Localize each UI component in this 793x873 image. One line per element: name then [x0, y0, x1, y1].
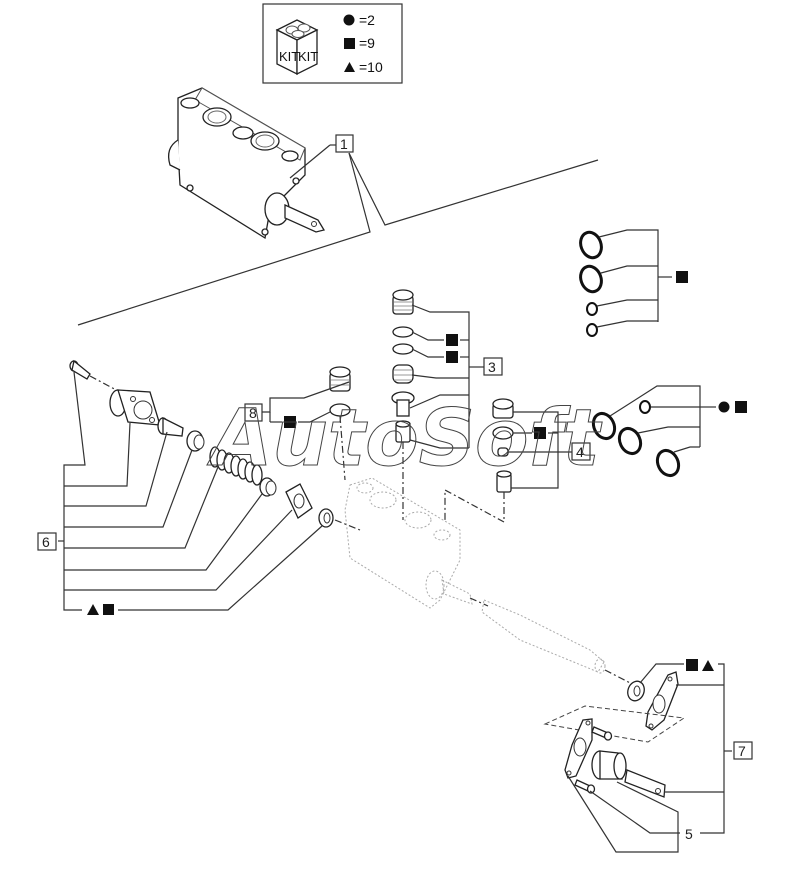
kit-circle-marker — [718, 401, 730, 413]
callout-1: 1 — [340, 136, 348, 152]
callout-3: 3 — [488, 359, 496, 375]
callout-8: 8 — [249, 405, 257, 421]
item-4-group — [444, 398, 572, 523]
callout-7: 7 — [738, 743, 746, 759]
kit-triangle-marker — [702, 660, 714, 671]
kit-square-marker — [446, 351, 458, 363]
callout-box-6 — [37, 532, 57, 551]
callout-5: 5 — [685, 826, 693, 842]
callout-box-3 — [483, 357, 503, 376]
valve-section-assembly — [167, 87, 331, 240]
kit-square-marker — [735, 401, 747, 413]
callout-box-4 — [571, 442, 591, 461]
item-6-group — [58, 359, 361, 615]
kit-triangle-marker — [87, 604, 99, 615]
callout-box-7 — [733, 741, 753, 760]
square-symbol-icon — [344, 38, 355, 49]
circle-symbol-icon — [343, 14, 355, 26]
triangle-symbol-icon — [344, 62, 355, 72]
oring-group-top-right — [579, 229, 688, 337]
oring-group-right — [591, 385, 747, 478]
kit-count-triangle: =10 — [359, 59, 383, 75]
watermark: AutoSoft — [206, 394, 602, 484]
kit-square-marker — [676, 271, 688, 283]
kit-square-marker — [534, 427, 546, 439]
spring — [209, 446, 263, 486]
kit-square-marker — [446, 334, 458, 346]
section-boundary-line-left — [77, 152, 371, 326]
kit-text-left: KIT — [279, 49, 299, 64]
item-3-group — [391, 289, 484, 520]
section-boundary-line-right — [348, 152, 599, 226]
kit-box-icon: KIT KIT — [275, 19, 319, 76]
kit-square-marker — [686, 659, 698, 671]
kit-count-circle: =2 — [359, 12, 375, 28]
callout-box-1 — [335, 134, 354, 153]
valve-body-ghost — [344, 477, 641, 689]
callout-4: 4 — [576, 444, 584, 460]
kit-count-square: =9 — [359, 35, 375, 51]
item-8-group — [262, 366, 351, 481]
kit-square-marker — [284, 416, 296, 428]
kit-legend: KIT KIT =2 =9 =10 — [262, 3, 403, 84]
kit-text-right: KIT — [298, 49, 318, 64]
item-7-group — [543, 659, 732, 853]
callout-6: 6 — [42, 534, 50, 550]
callout-box-8 — [244, 403, 263, 422]
kit-square-marker — [103, 604, 114, 615]
